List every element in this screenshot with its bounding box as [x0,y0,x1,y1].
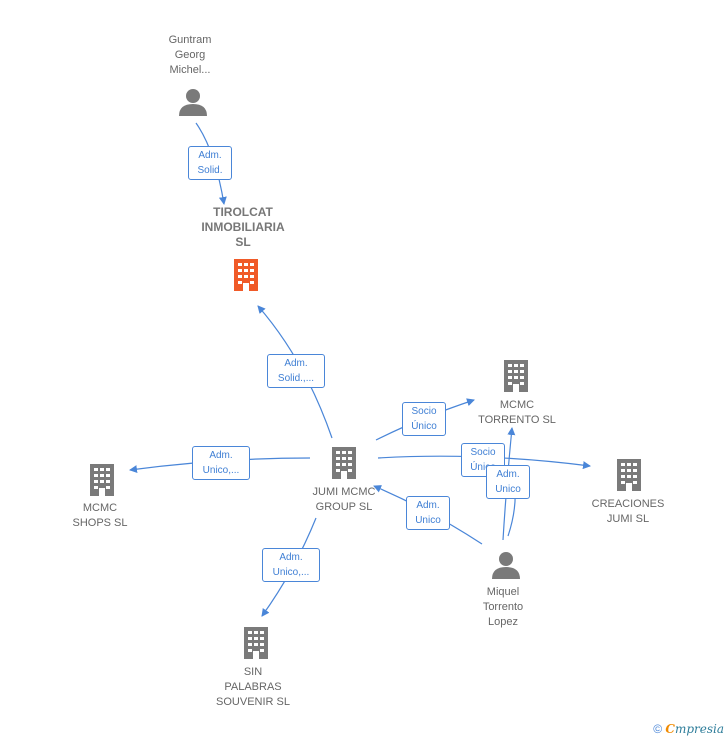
edge-label[interactable]: Socio Único [461,443,505,477]
building-icon[interactable] [500,358,532,397]
edge-label[interactable]: Adm. Unico [406,496,450,530]
person-icon[interactable] [492,552,520,579]
building-icon[interactable] [230,257,262,296]
building-icon[interactable] [613,457,645,496]
empresia-logo: © Cmpresia [653,722,724,736]
edge-label[interactable]: Adm. Unico,... [192,446,250,480]
node-label-sin-palabras[interactable]: SIN PALABRAS SOUVENIR SL [216,666,290,708]
building-icon[interactable] [328,445,360,484]
edge-label[interactable]: Adm. Solid. [188,146,232,180]
person-icon[interactable] [179,89,207,116]
node-label-guntram[interactable]: Guntram Georg Michel... [168,34,212,76]
node-label-miquel[interactable]: Miquel Torrento Lopez [482,586,524,628]
building-icon[interactable] [86,462,118,501]
brand-initial: C [665,722,675,736]
node-label-creaciones[interactable]: CREACIONES JUMI SL [591,498,665,525]
brand-name: mpresia [674,722,724,736]
building-icon[interactable] [240,625,272,664]
edge-label[interactable]: Socio Único [402,402,446,436]
edge-label[interactable]: Adm. Solid.,... [267,354,325,388]
copyright-symbol: © [653,722,663,736]
node-label-tirolcat[interactable]: TIROLCAT INMOBILIARIA SL [201,205,285,249]
node-label-mcmc-torrento[interactable]: MCMC TORRENTO SL [478,399,556,426]
edge-label[interactable]: Adm. Unico [486,465,530,499]
node-label-jumi[interactable]: JUMI MCMC GROUP SL [312,486,376,513]
node-label-mcmc-shops[interactable]: MCMC SHOPS SL [72,502,128,529]
edge-label[interactable]: Adm. Unico,... [262,548,320,582]
